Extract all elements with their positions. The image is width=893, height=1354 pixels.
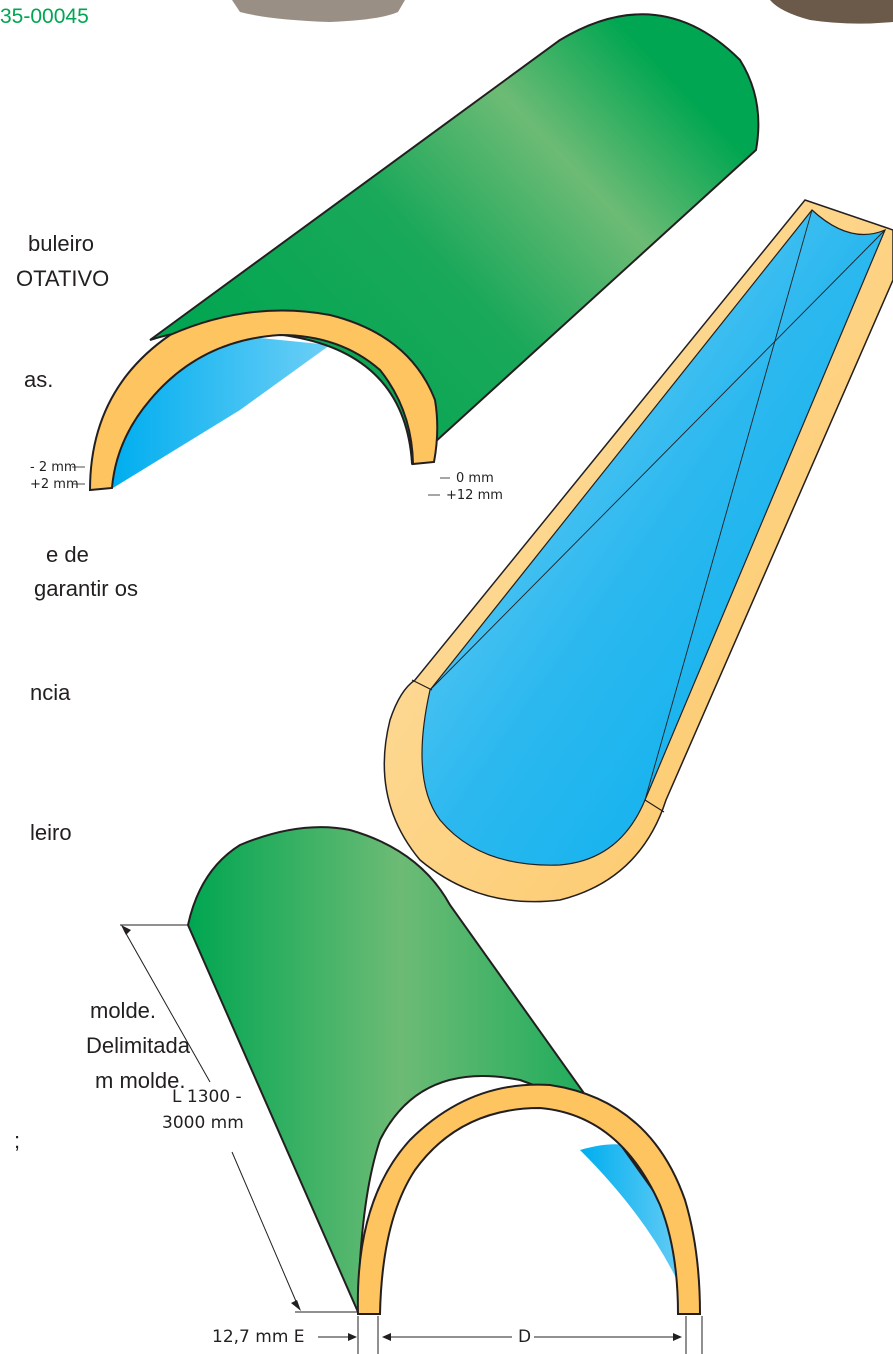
tolerance-left-top: - 2 mm (30, 460, 77, 475)
text-line-4: e de (46, 542, 89, 567)
trough-inner-surface (421, 209, 887, 866)
text-line-5: garantir os (34, 576, 138, 601)
text-line-1: buleiro (28, 231, 95, 256)
text-line-8: molde. (90, 998, 157, 1023)
product-code: 35-00045 (0, 5, 89, 28)
text-line-11: ; (14, 1128, 21, 1153)
text-line-9: Delimitada (86, 1033, 190, 1058)
text-line-6: ncia (30, 680, 71, 705)
top-mold-shell (88, 13, 760, 492)
bottom-mold-shell (186, 826, 702, 1315)
diameter-label: D (518, 1327, 531, 1347)
tolerance-left-bottom: +2 mm (30, 477, 79, 492)
tolerance-right-top: 0 mm (456, 471, 494, 486)
length-label-line2: 3000 mm (162, 1113, 244, 1133)
text-line-10: m molde. (95, 1068, 186, 1093)
tolerance-right-bottom: +12 mm (446, 488, 503, 503)
length-label-line1: L 1300 - (172, 1087, 242, 1107)
text-line-3: as. (24, 367, 54, 392)
bottom-mold-end-cap (356, 1083, 702, 1315)
text-line-7: leiro (30, 820, 72, 845)
thickness-label: 12,7 mm E (212, 1327, 305, 1347)
bottom-mold-outer-surface (186, 826, 661, 1313)
top-mold-end-cap (88, 309, 439, 492)
text-line-2: OTATIVO (16, 266, 110, 291)
trough-mold (383, 199, 893, 903)
photo-fragment-left (232, 0, 405, 22)
photo-fragment-right (770, 0, 893, 24)
